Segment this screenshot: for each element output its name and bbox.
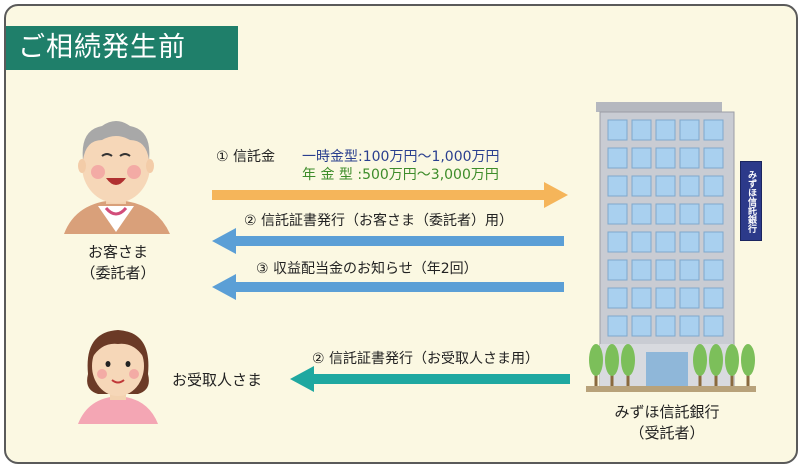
annuity-amount: 年 金 型 :500万円～3,000万円	[302, 167, 499, 183]
building-window	[631, 203, 652, 225]
building-window	[703, 175, 724, 197]
building-window	[655, 231, 676, 253]
building-window	[655, 147, 676, 169]
customer-role: （委託者）	[80, 264, 156, 282]
building-window	[703, 231, 724, 253]
trust-label: ① 信託金	[216, 149, 276, 165]
customer-name: お客さま	[87, 243, 148, 261]
notice-arrow	[212, 274, 564, 300]
bank-role: （受託者）	[629, 424, 705, 442]
building-window	[607, 203, 628, 225]
building-window	[631, 315, 652, 337]
building-window	[679, 175, 700, 197]
building-window	[703, 119, 724, 141]
building-window	[679, 259, 700, 281]
building-window	[631, 287, 652, 309]
building-window	[679, 315, 700, 337]
tree-icon	[725, 344, 739, 376]
building-window	[703, 315, 724, 337]
building-window	[655, 315, 676, 337]
customer-label: お客さま （委託者）	[76, 242, 160, 284]
woman-icon	[78, 330, 158, 424]
tree-icon	[589, 344, 603, 376]
building-window	[655, 203, 676, 225]
building-window	[679, 231, 700, 253]
building-window	[679, 147, 700, 169]
notice-label: ③ 収益配当金のお知らせ（年2回）	[256, 261, 478, 277]
building-window	[607, 147, 628, 169]
bank-name: みずほ信託銀行	[614, 403, 720, 421]
building-window	[631, 147, 652, 169]
building-window	[655, 119, 676, 141]
building-window	[607, 119, 628, 141]
cert-customer-label: ② 信託証書発行（お客さま（委託者）用）	[244, 213, 513, 229]
building-window	[679, 287, 700, 309]
trust-arrow	[212, 182, 568, 208]
diagram-panel: ご相続発生前	[4, 4, 798, 464]
building-window	[607, 287, 628, 309]
building-window	[703, 287, 724, 309]
building-window	[703, 147, 724, 169]
tree-icon	[605, 344, 619, 376]
building-window	[655, 259, 676, 281]
building-window	[679, 119, 700, 141]
building-window	[631, 259, 652, 281]
building-window	[631, 231, 652, 253]
building-window	[655, 175, 676, 197]
building-window	[631, 175, 652, 197]
tree-icon	[709, 344, 723, 376]
tree-icon	[621, 344, 635, 376]
bank-sign: みずほ信託銀行	[740, 161, 762, 241]
building-window	[607, 259, 628, 281]
lump-sum-amount: 一時金型:100万円～1,000万円	[302, 149, 500, 165]
building-window	[631, 119, 652, 141]
illustration-layer	[64, 102, 756, 424]
cert-recipient-label: ② 信託証書発行（お受取人さま用）	[312, 351, 540, 367]
building-window	[703, 259, 724, 281]
bank-building-icon	[586, 102, 756, 392]
page-title: ご相続発生前	[6, 26, 238, 70]
building-window	[607, 315, 628, 337]
cert-recipient-arrow	[290, 366, 570, 392]
building-window	[679, 203, 700, 225]
tree-icon	[693, 344, 707, 376]
building-window	[607, 231, 628, 253]
elderly-man-icon	[64, 121, 170, 234]
recipient-label: お受取人さま	[172, 371, 263, 389]
building-window	[655, 287, 676, 309]
tree-icon	[741, 344, 755, 376]
building-window	[703, 203, 724, 225]
bank-label: みずほ信託銀行 （受託者）	[602, 402, 732, 444]
building-window	[607, 175, 628, 197]
cert-customer-arrow	[212, 228, 564, 254]
